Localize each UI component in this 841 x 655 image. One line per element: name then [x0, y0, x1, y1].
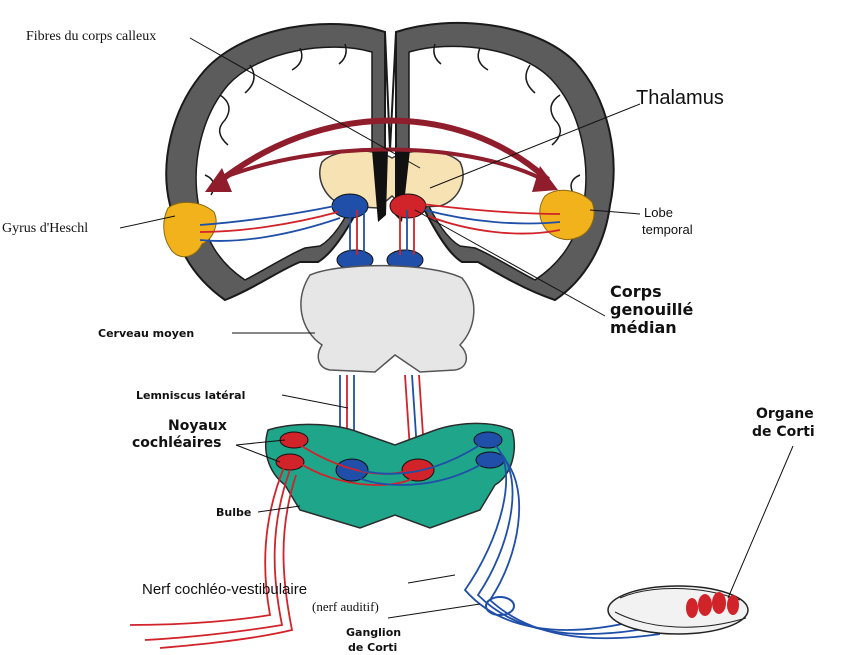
label-thalamus: Thalamus: [636, 87, 724, 109]
label-ganglion-de-corti: de Corti: [348, 641, 397, 654]
midbrain-shape: [301, 266, 474, 372]
label-cerveau-moyen: Cerveau moyen: [98, 327, 194, 340]
superior-olive-right: [402, 459, 434, 481]
label-bulbe: Bulbe: [216, 506, 251, 519]
label-nerf-auditif: (nerf auditif): [312, 599, 379, 614]
medial-geniculate-right: [390, 194, 426, 218]
label-corps: Corps: [610, 282, 662, 301]
label-genouille: genouillé: [610, 300, 694, 319]
label-noyaux: Noyaux: [168, 418, 227, 434]
label-median: médian: [610, 318, 677, 337]
label-cochleaires: cochléaires: [132, 435, 221, 451]
label-de-corti: de Corti: [752, 424, 815, 440]
label-fibres-corps-calleux: Fibres du corps calleux: [26, 29, 156, 44]
label-gyrus-heschl: Gyrus d'Heschl: [2, 221, 88, 236]
organ-of-corti: [608, 586, 748, 634]
label-lemniscus: Lemniscus latéral: [136, 389, 245, 402]
label-nerf-cochleo-vestibulaire: Nerf cochléo-vestibulaire: [142, 581, 307, 598]
label-ganglion: Ganglion: [346, 626, 401, 639]
label-lobe: Lobe: [644, 205, 673, 220]
label-organe: Organe: [756, 406, 814, 422]
cochlear-nucleus-left-ventral: [276, 454, 304, 470]
label-temporal: temporal: [642, 222, 693, 237]
